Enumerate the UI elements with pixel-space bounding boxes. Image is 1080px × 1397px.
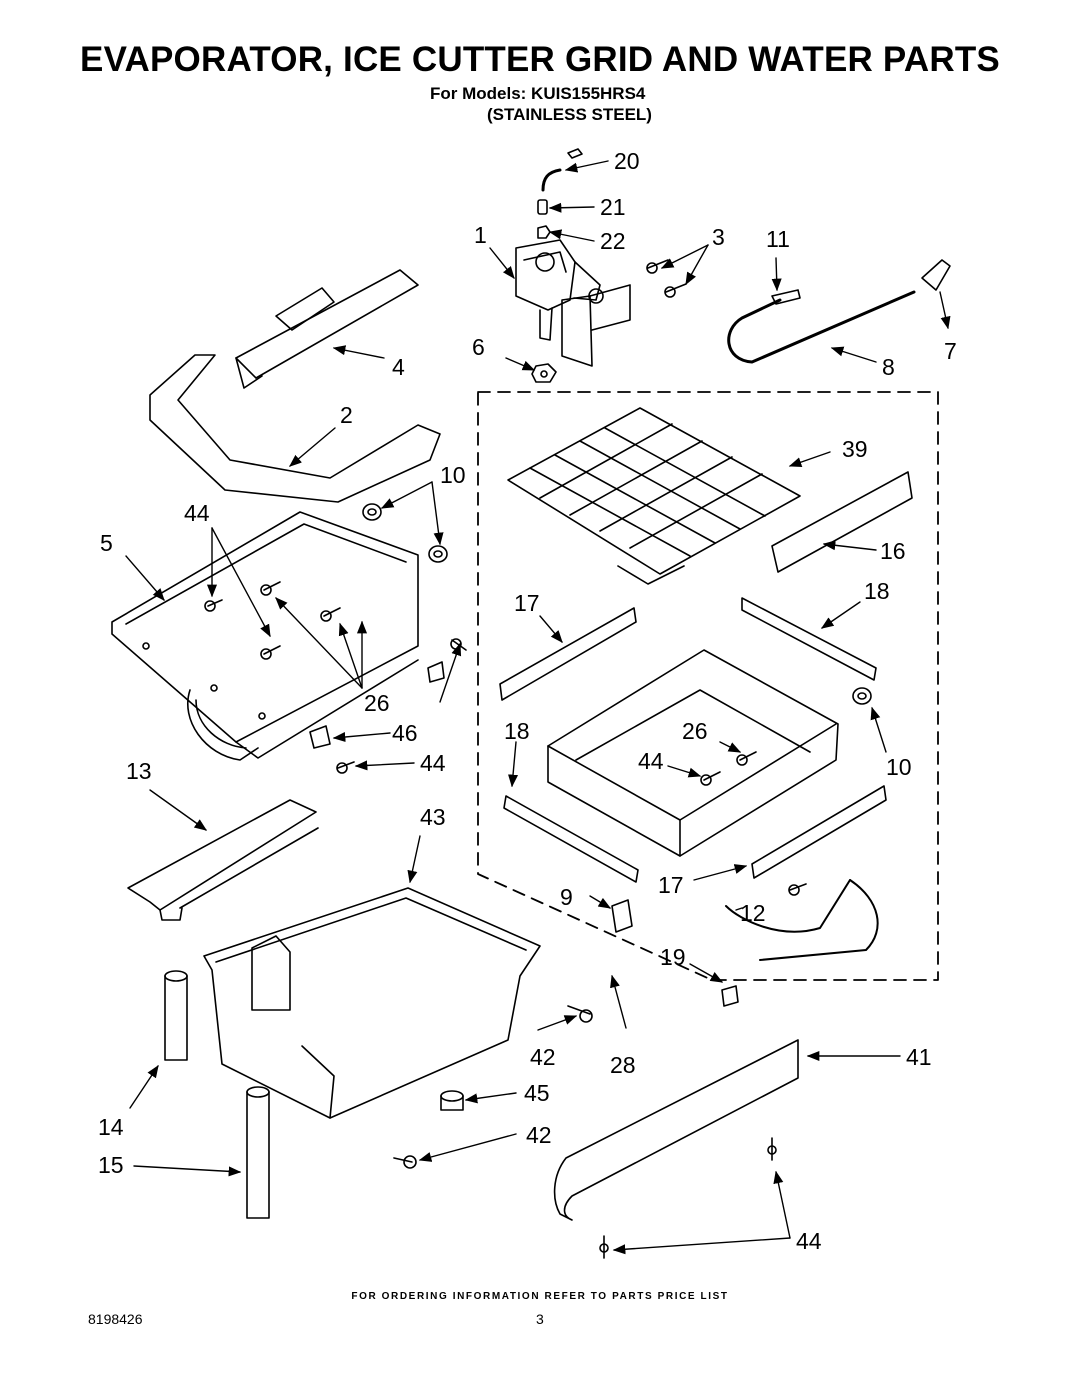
callout-8: 8 <box>882 354 895 380</box>
tube-cap-part <box>921 259 951 291</box>
front-panel-part <box>553 1039 799 1221</box>
document-number: 8198426 <box>88 1311 143 1327</box>
variant-line: (STAINLESS STEEL) <box>487 105 652 124</box>
tube-connector-part <box>771 289 801 305</box>
callout-18: 18 <box>504 718 530 744</box>
callout-11: 11 <box>766 226 790 252</box>
water-tube-part <box>541 148 583 192</box>
wire-harness-part <box>721 985 739 1007</box>
callout-45: 45 <box>524 1080 550 1106</box>
callout-43: 43 <box>420 804 446 830</box>
callout-1: 1 <box>474 222 487 248</box>
grommet-parts <box>362 503 872 705</box>
callout-14: 14 <box>98 1114 124 1140</box>
callout-17: 17 <box>658 872 684 898</box>
ordering-note: FOR ORDERING INFORMATION REFER TO PARTS … <box>351 1291 729 1302</box>
clip-parts <box>309 661 445 749</box>
evaporator-grid-part <box>507 407 801 585</box>
tube-nut-part <box>537 225 551 239</box>
pan-screw-parts <box>393 1005 593 1169</box>
callout-5: 5 <box>100 530 113 556</box>
models-line: For Models: KUIS155HRS4 <box>430 84 646 103</box>
callout-44: 44 <box>796 1228 822 1254</box>
callout-44: 44 <box>638 748 664 774</box>
drain-tube-parts <box>164 970 270 1219</box>
callout-19: 19 <box>660 944 686 970</box>
ice-deflector-part <box>127 799 319 921</box>
callout-46: 46 <box>392 720 418 746</box>
callout-16: 16 <box>880 538 906 564</box>
ice-pan-part <box>203 887 541 1119</box>
callout-7: 7 <box>944 338 957 364</box>
callout-4: 4 <box>392 354 405 380</box>
callout-arrows <box>125 160 951 1255</box>
bracket-parts <box>499 607 887 879</box>
callout-26: 26 <box>364 690 390 716</box>
page-title: EVAPORATOR, ICE CUTTER GRID AND WATER PA… <box>80 40 1000 79</box>
model-info: For Models: KUIS155HRS4 (STAINLESS STEEL… <box>430 83 652 125</box>
frame-part <box>111 511 419 761</box>
panel-screw-parts <box>599 1137 777 1259</box>
frame-screw-parts <box>204 581 467 774</box>
page-number: 3 <box>536 1311 544 1327</box>
rail-parts <box>503 597 877 883</box>
callout-39: 39 <box>842 436 868 462</box>
callout-10: 10 <box>886 754 912 780</box>
callout-15: 15 <box>98 1152 124 1178</box>
handle-part <box>149 354 441 503</box>
callout-17: 17 <box>514 590 540 616</box>
callout-42: 42 <box>526 1122 552 1148</box>
callout-13: 13 <box>126 758 152 784</box>
callout-28: 28 <box>610 1052 636 1078</box>
callout-44: 44 <box>184 500 210 526</box>
water-tube-loop-part <box>727 290 916 364</box>
callout-20: 20 <box>614 148 640 174</box>
callout-18: 18 <box>864 578 890 604</box>
harness-cover-part <box>235 269 419 389</box>
label-part <box>611 899 633 933</box>
tube-insert-part <box>537 199 548 215</box>
insulation-strip-part <box>771 471 913 573</box>
callout-41: 41 <box>906 1044 932 1070</box>
grid-screw-parts <box>700 751 807 896</box>
callout-6: 6 <box>472 334 485 360</box>
callout-3: 3 <box>712 224 725 250</box>
callout-26: 26 <box>682 718 708 744</box>
valve-nut-part <box>531 363 557 383</box>
callout-21: 21 <box>600 194 626 220</box>
callout-10: 10 <box>440 462 466 488</box>
ground-wire-part <box>725 879 851 933</box>
callout-2: 2 <box>340 402 353 428</box>
cutter-grid-frame-part <box>547 649 839 857</box>
callout-42: 42 <box>530 1044 556 1070</box>
evaporator-assembly-outline <box>477 391 939 981</box>
water-valve-part <box>515 239 631 367</box>
foot-part <box>440 1090 464 1111</box>
callout-44: 44 <box>420 750 446 776</box>
callout-12: 12 <box>740 900 766 926</box>
callout-22: 22 <box>600 228 626 254</box>
callout-9: 9 <box>560 884 573 910</box>
